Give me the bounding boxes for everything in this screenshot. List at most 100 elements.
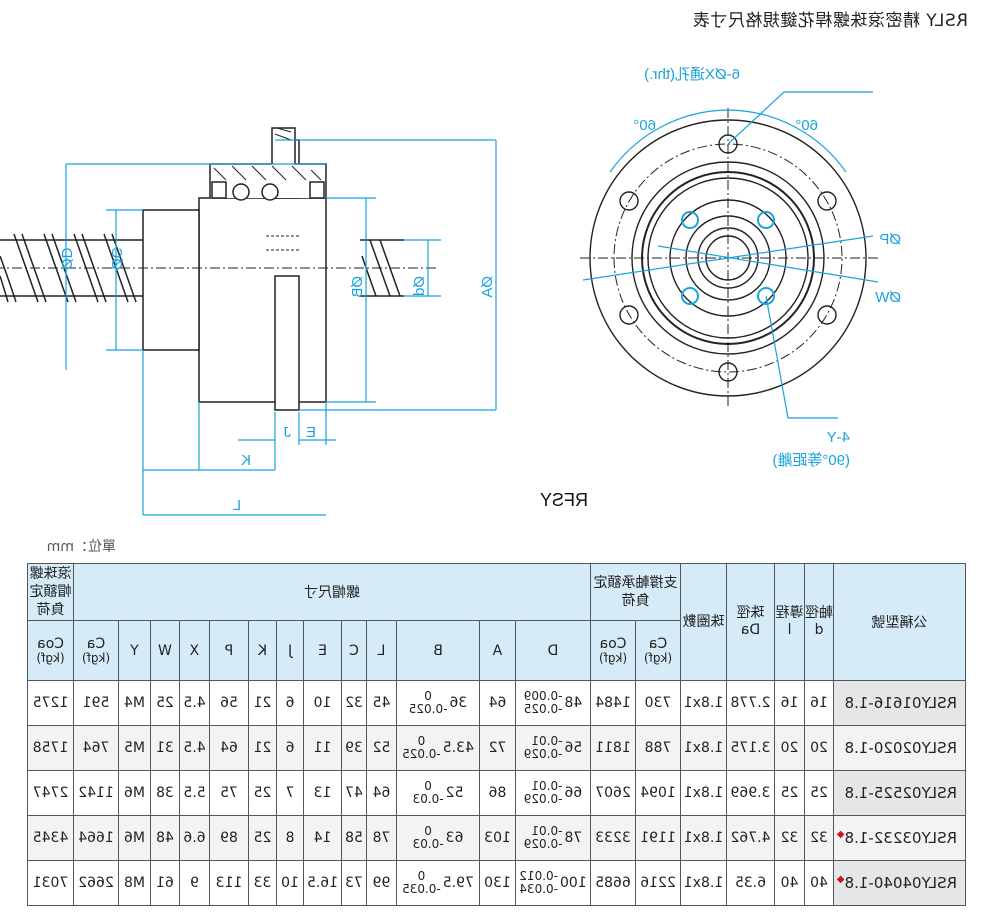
cell-model: RSLY02020-1.8 (833, 725, 966, 771)
cell-circuits: 1.8x1 (680, 680, 727, 726)
cell-Y: M6 (118, 770, 151, 816)
cell-K: 21 (248, 680, 277, 726)
cell-bearing-coa: 2607 (590, 770, 636, 816)
header-nut-load: 滾珠螺帽額定負荷 (27, 563, 74, 621)
dim-label-J: J (284, 424, 292, 441)
cell-nut-ca: 1142 (73, 770, 119, 816)
cell-L: 78 (366, 815, 397, 861)
cell-D: 48-0.009-0.025 (515, 680, 591, 726)
nut-body (198, 197, 327, 403)
side-view (0, 127, 436, 411)
dim-label-d: Ød (411, 276, 428, 296)
header-nut-coa: Coa(kgf) (27, 620, 74, 681)
header-bearing-coa: Coa(kgf) (590, 620, 636, 681)
tap-note: (90°等距離) (772, 451, 850, 469)
header-Y: Y (118, 620, 151, 681)
cell-model: RSLY04040-1.8◆ (833, 860, 966, 906)
cell-L: 45 (366, 680, 397, 726)
header-K: K (248, 620, 277, 681)
cell-nut-coa: 2747 (27, 770, 74, 816)
cell-L: 52 (366, 725, 397, 771)
cell-X: 5.5 (179, 770, 210, 816)
cell-d: 20 (804, 725, 834, 771)
cell-K: 25 (248, 770, 277, 816)
dim-label-K: K (241, 452, 251, 469)
cell-model: RSLY02525-1.8 (833, 770, 966, 816)
front-view-labels: 6-ØX通孔(thr.) 60° 60° ØP ØW 4-Y (90°等距離) (633, 66, 901, 469)
cell-nut-coa: 4345 (27, 815, 74, 861)
cell-ball-dia: 2.778 (726, 680, 775, 726)
cell-bearing-ca: 1094 (635, 770, 681, 816)
cell-A: 103 (479, 815, 516, 861)
cell-model: RSLY03232-1.8◆ (833, 815, 966, 861)
tapped-holes (681, 211, 775, 305)
cell-bearing-ca: 730 (635, 680, 681, 726)
cell-D: 100-0.012-0.034 (515, 860, 591, 906)
table-row: RSLY02020-1.8 20 20 3.175 1.8x1 788 1811… (27, 725, 966, 771)
cell-d: 16 (804, 680, 834, 726)
cell-D: 78-0.01-0.029 (515, 815, 591, 861)
cell-nut-coa: 1758 (27, 725, 74, 771)
table-row: RSLY04040-1.8◆ 40 40 6.35 1.8x1 2216 668… (27, 860, 966, 906)
cell-E: 16.5 (303, 860, 342, 906)
cell-C: 47 (341, 770, 367, 816)
cell-ball-dia: 4.762 (726, 815, 775, 861)
cell-A: 130 (479, 860, 516, 906)
side-view-dimensions (65, 139, 497, 516)
header-bearing-ca: Ca(kgf) (635, 620, 681, 681)
cell-bearing-ca: 2216 (635, 860, 681, 906)
dim-label-E: E (306, 424, 316, 441)
dim-label-W: ØW (874, 289, 901, 306)
cell-D: 56-0.01-0.029 (515, 725, 591, 771)
ball (232, 183, 250, 201)
angle-label-2: 60° (633, 117, 656, 134)
angle-label-1: 60° (795, 117, 818, 134)
cell-d: 25 (804, 770, 834, 816)
tap-label: 4-Y (827, 429, 850, 446)
header-D: D (515, 620, 591, 681)
header-X: X (179, 620, 210, 681)
cell-Y: M5 (118, 725, 151, 771)
cell-Y: M6 (118, 815, 151, 861)
cell-lead: 25 (774, 770, 805, 816)
cell-W: 38 (150, 770, 180, 816)
cell-P: 89 (209, 815, 249, 861)
unit-label: 單位：mm (46, 539, 116, 555)
cell-L: 99 (366, 860, 397, 906)
new-item-marker: ◆ (836, 829, 845, 840)
cell-lead: 40 (774, 860, 805, 906)
cell-d: 32 (804, 815, 834, 861)
cell-ball-dia: 6.35 (726, 860, 775, 906)
cell-K: 25 (248, 815, 277, 861)
dim-label-C: ØC (108, 247, 125, 270)
cell-D: 66-0.01-0.029 (515, 770, 591, 816)
cell-circuits: 1.8x1 (680, 815, 727, 861)
cell-J: 7 (276, 770, 304, 816)
cell-nut-coa: 7031 (27, 860, 74, 906)
cell-bearing-coa: 1811 (590, 725, 636, 771)
header-bearing-load: 支撐軸承額定負荷 (590, 563, 681, 621)
cell-lead: 32 (774, 815, 805, 861)
cell-C: 58 (341, 815, 367, 861)
cell-J: 6 (276, 680, 304, 726)
cell-W: 61 (150, 860, 180, 906)
drawing-caption: RFSY (539, 490, 588, 510)
cell-E: 13 (303, 770, 342, 816)
cell-J: 10 (276, 860, 304, 906)
cell-d: 40 (804, 860, 834, 906)
cell-nut-ca: 764 (73, 725, 119, 771)
cell-circuits: 1.8x1 (680, 860, 727, 906)
cell-P: 75 (209, 770, 249, 816)
table-row: RSLY02525-1.8 25 25 3.969 1.8x1 1094 260… (27, 770, 966, 816)
header-W: W (150, 620, 180, 681)
cell-circuits: 1.8x1 (680, 770, 727, 816)
header-nut-dims: 螺帽尺寸 (73, 563, 591, 621)
cell-K: 33 (248, 860, 277, 906)
header-A: A (479, 620, 516, 681)
